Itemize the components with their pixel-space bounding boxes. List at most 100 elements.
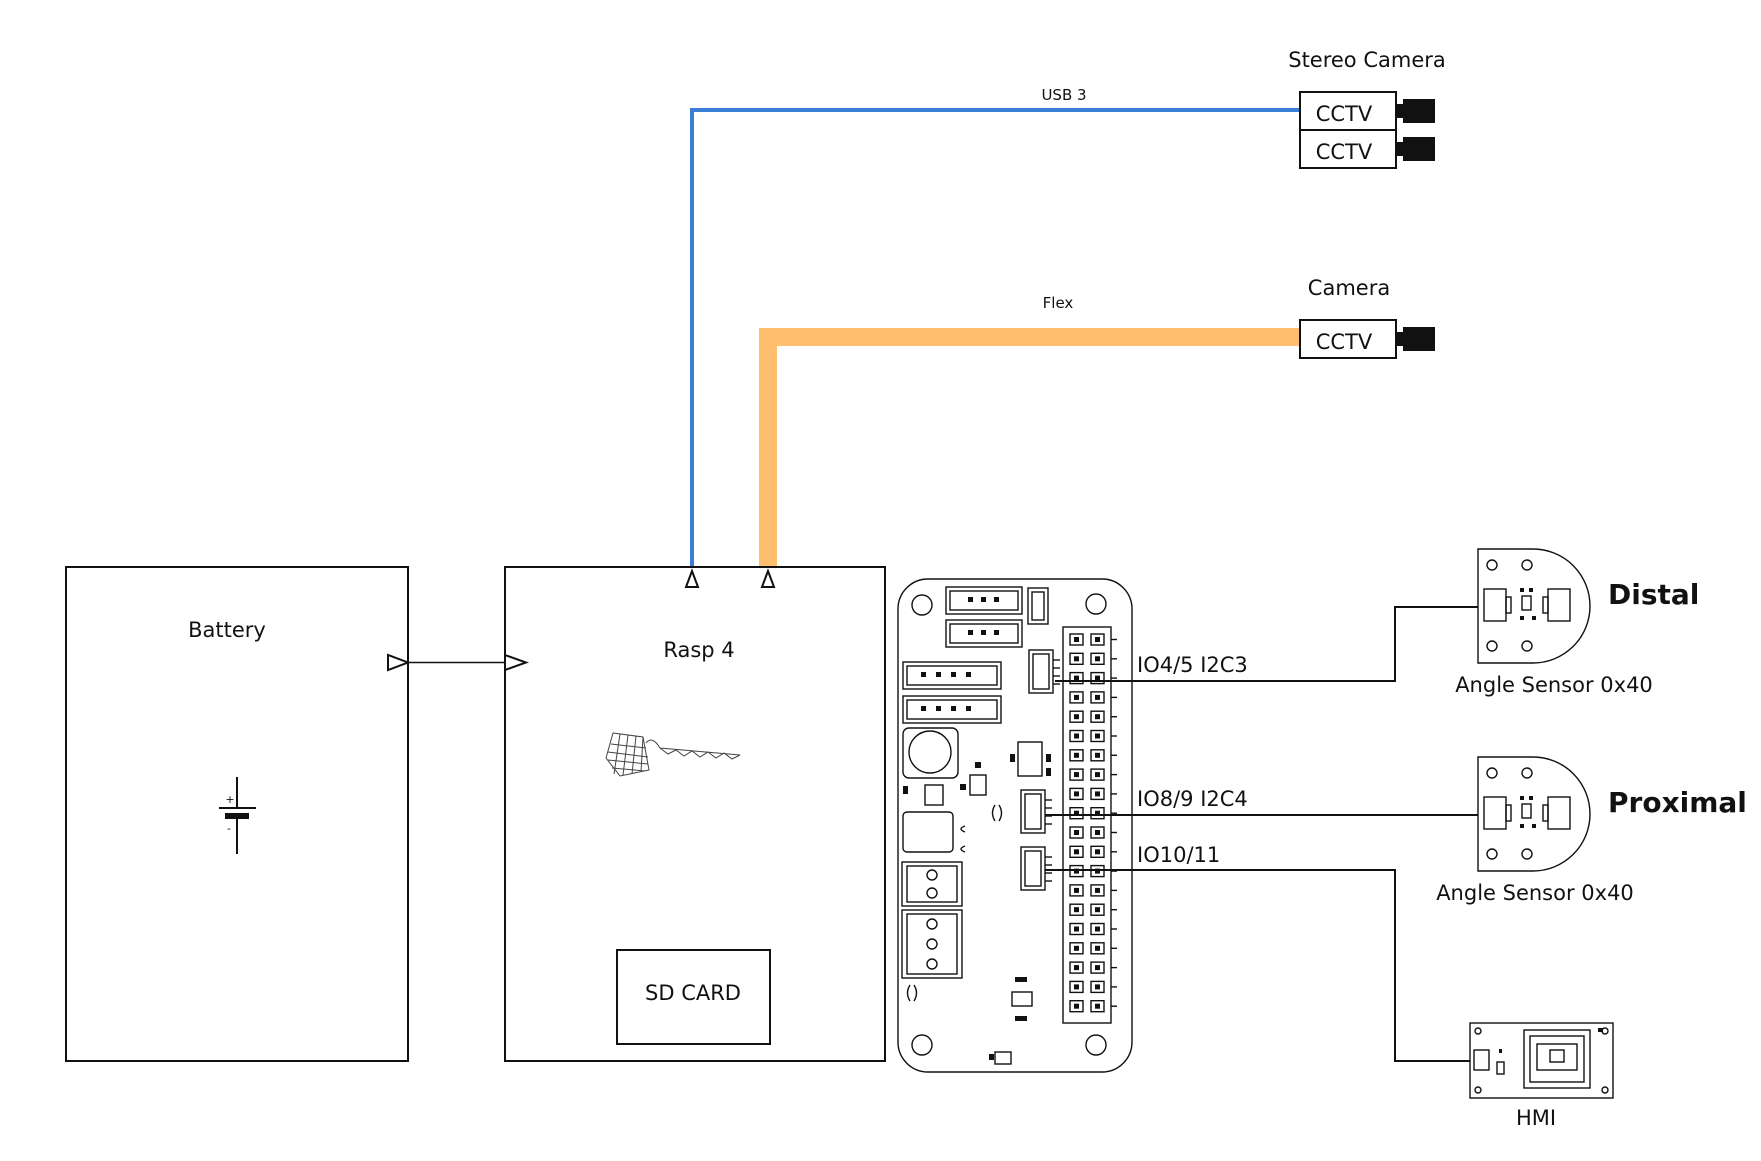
hmi-label: HMI — [1516, 1106, 1556, 1130]
camera-unit — [1299, 319, 1397, 359]
gpio-pin-pad — [1095, 694, 1100, 700]
gpio-pin — [1090, 787, 1105, 801]
raspberry-label: Rasp 4 — [663, 638, 734, 662]
gpio-pin-pad — [1074, 945, 1079, 951]
gpio-pin — [1090, 961, 1105, 974]
gpio-pin-pad — [1095, 868, 1100, 874]
gpio-pin — [1069, 749, 1084, 762]
gpio-pin-pad — [1074, 772, 1079, 778]
mount-hole — [911, 1034, 933, 1056]
distal-title: Distal — [1608, 578, 1699, 611]
flex-label: Flex — [1043, 294, 1074, 312]
gpio-pin — [1069, 652, 1084, 665]
stereo-camera-unit-bottom — [1299, 129, 1397, 169]
camera-title: Camera — [1308, 276, 1390, 300]
gpio-pin-pad — [1095, 714, 1100, 720]
distal-angle-sensor: Distal Angle Sensor 0x40 — [1455, 548, 1699, 697]
sd-card-slot — [616, 949, 771, 1045]
gpio-pin-pad — [1074, 810, 1079, 816]
gpio-pin-pad — [1095, 810, 1100, 816]
screw-terminal-2pin — [901, 861, 963, 907]
stereo-camera-unit-top-label: CCTV — [1316, 102, 1373, 126]
usb3-cable: USB 3 — [690, 86, 1305, 567]
camera: Camera CCTV — [1299, 276, 1435, 359]
screw-terminal-3pin — [901, 909, 963, 979]
gpio-pin — [1069, 691, 1084, 704]
gpio-pin — [1069, 903, 1084, 916]
mount-hole — [1085, 1034, 1107, 1056]
mount-hole — [1085, 593, 1107, 615]
gpio-pin-pad — [1074, 907, 1079, 913]
usb3-port-icon — [684, 568, 700, 588]
jst-connector-3 — [1020, 846, 1052, 891]
gpio-pin-pad — [1074, 656, 1079, 662]
flex-cable: Flex — [759, 294, 1305, 567]
gpio-pin — [1069, 671, 1084, 685]
gpio-pin-pad — [1074, 926, 1079, 932]
gpio-pin — [1090, 980, 1105, 994]
io-port-label-3: IO10/11 — [1137, 843, 1220, 867]
gpio-pin — [1069, 980, 1084, 994]
io-hat-board — [897, 578, 1133, 1073]
gpio-pin — [1069, 884, 1084, 897]
distal-sensor-label: Angle Sensor 0x40 — [1455, 673, 1653, 697]
gpio-header — [1062, 626, 1117, 1024]
proximal-title: Proximal — [1608, 786, 1747, 819]
hmi-board-outline — [1469, 1022, 1614, 1099]
gpio-pin-pad — [1074, 694, 1079, 700]
gpio-pin-pad — [1095, 752, 1100, 758]
gpio-pin-pad — [1074, 733, 1079, 739]
gpio-pin — [1069, 961, 1084, 974]
mount-hole — [911, 594, 933, 616]
gpio-pin — [1090, 942, 1105, 955]
gpio-pin-pad — [1095, 945, 1100, 951]
gpio-pin-pad — [1095, 830, 1100, 835]
power-input-port-icon — [504, 653, 529, 672]
proximal-sensor-label: Angle Sensor 0x40 — [1436, 881, 1634, 905]
sd-card-label: SD CARD — [645, 981, 741, 1005]
gpio-pin-pad — [1095, 926, 1100, 932]
gpio-pin — [1090, 710, 1105, 723]
gpio-pin-pad — [1074, 984, 1079, 990]
gpio-pin — [1069, 710, 1084, 723]
gpio-pin — [1069, 787, 1084, 801]
gpio-pin-pad — [1074, 830, 1079, 835]
io-port-label-1: IO4/5 I2C3 — [1137, 653, 1248, 677]
stereo-camera-unit-top — [1299, 91, 1397, 131]
gpio-pin-pad — [1074, 752, 1079, 758]
io-board-components — [902, 727, 1051, 1065]
gpio-pin — [1090, 884, 1105, 897]
gpio-pin — [1069, 633, 1084, 646]
gpio-pin — [1090, 749, 1105, 762]
sensor-board-outline — [1477, 756, 1591, 872]
lens-icon — [1396, 327, 1435, 351]
gpio-pin-pad — [1074, 714, 1079, 720]
gpio-pin — [1090, 807, 1105, 820]
gpio-pin-pad — [1074, 1003, 1079, 1009]
gpio-pin-pad — [1095, 965, 1100, 971]
gpio-pin-pad — [1095, 637, 1100, 642]
battery-plus: + — [225, 793, 234, 806]
hmi-module: HMI — [1469, 1022, 1614, 1130]
gpio-pin-pad — [1074, 637, 1079, 642]
gpio-pin — [1069, 922, 1084, 936]
top-connectors — [902, 586, 1049, 724]
gpio-pin-pad — [1095, 1003, 1100, 1009]
gpio-pin — [1090, 729, 1105, 743]
gpio-pin — [1090, 922, 1105, 936]
proximal-angle-sensor: Proximal Angle Sensor 0x40 — [1436, 756, 1747, 905]
gpio-pin — [1090, 826, 1105, 839]
gpio-pin — [1069, 729, 1084, 743]
gpio-pin-pad — [1074, 965, 1079, 971]
gpio-pin — [1069, 807, 1084, 820]
gpio-pin-pad — [1095, 984, 1100, 990]
gpio-pin-pad — [1095, 772, 1100, 778]
battery-block: Battery + - — [65, 566, 411, 1062]
gpio-pin-pad — [1074, 791, 1079, 797]
battery-label: Battery — [188, 618, 266, 642]
gpio-pin — [1090, 903, 1105, 916]
usb3-label: USB 3 — [1041, 86, 1086, 104]
raspberry-block: Rasp 4 SD CARD — [504, 566, 886, 1062]
gpio-pin — [1090, 1000, 1105, 1013]
